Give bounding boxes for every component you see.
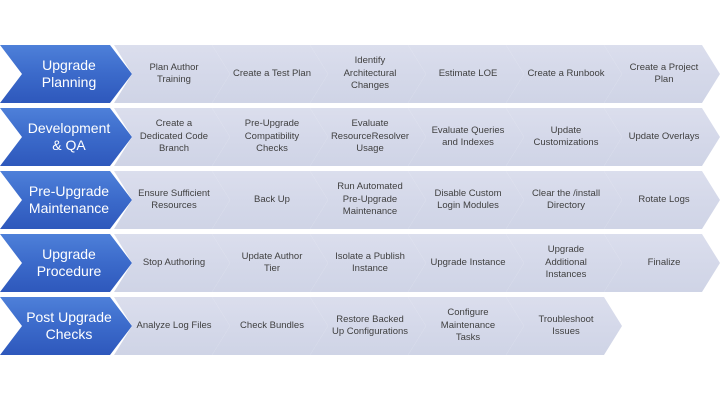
phase-header-chevron: Development & QA bbox=[0, 108, 132, 166]
phase-row-upgrade-procedure: Upgrade Procedure Stop Authoring Update … bbox=[0, 234, 720, 292]
phase-row-pre-upgrade-maintenance: Pre-Upgrade Maintenance Ensure Sufficien… bbox=[0, 171, 720, 229]
step-chevron: Rotate Logs bbox=[604, 171, 720, 229]
step-chevron: Update Customizations bbox=[506, 108, 622, 166]
step-chevron: Create a Runbook bbox=[506, 45, 622, 103]
step-chevron: Configure Maintenance Tasks bbox=[408, 297, 524, 355]
step-chevron: Create a Test Plan bbox=[212, 45, 328, 103]
step-chevron: Create a Dedicated Code Branch bbox=[114, 108, 230, 166]
phase-header-chevron: Upgrade Procedure bbox=[0, 234, 132, 292]
step-chevron: Pre-Upgrade Compatibility Checks bbox=[212, 108, 328, 166]
step-chevron: Upgrade Additional Instances bbox=[506, 234, 622, 292]
step-chevron: Run Automated Pre-Upgrade Maintenance bbox=[310, 171, 426, 229]
step-chevron: Estimate LOE bbox=[408, 45, 524, 103]
step-chevron: Restore Backed Up Configurations bbox=[310, 297, 426, 355]
step-chevron: Upgrade Instance bbox=[408, 234, 524, 292]
step-chevron: Troubleshoot Issues bbox=[506, 297, 622, 355]
step-chevron: Update Author Tier bbox=[212, 234, 328, 292]
phase-header-chevron: Upgrade Planning bbox=[0, 45, 132, 103]
step-chevron: Isolate a Publish Instance bbox=[310, 234, 426, 292]
step-chevron: Ensure Sufficient Resources bbox=[114, 171, 230, 229]
step-chevron: Back Up bbox=[212, 171, 328, 229]
step-chevron: Update Overlays bbox=[604, 108, 720, 166]
step-chevron: Disable Custom Login Modules bbox=[408, 171, 524, 229]
phase-row-upgrade-planning: Upgrade Planning Plan Author Training Cr… bbox=[0, 45, 720, 103]
phase-row-development-qa: Development & QA Create a Dedicated Code… bbox=[0, 108, 720, 166]
step-chevron: Finalize bbox=[604, 234, 720, 292]
step-chevron: Identify Architectural Changes bbox=[310, 45, 426, 103]
step-chevron: Evaluate Queries and Indexes bbox=[408, 108, 524, 166]
step-chevron: Stop Authoring bbox=[114, 234, 230, 292]
step-chevron: Evaluate ResourceResolver Usage bbox=[310, 108, 426, 166]
step-chevron: Plan Author Training bbox=[114, 45, 230, 103]
phase-row-post-upgrade-checks: Post Upgrade Checks Analyze Log Files Ch… bbox=[0, 297, 720, 355]
step-chevron: Analyze Log Files bbox=[114, 297, 230, 355]
step-chevron: Clear the /install Directory bbox=[506, 171, 622, 229]
phase-rows: Upgrade Planning Plan Author Training Cr… bbox=[0, 45, 720, 360]
phase-header-chevron: Pre-Upgrade Maintenance bbox=[0, 171, 132, 229]
step-chevron: Create a Project Plan bbox=[604, 45, 720, 103]
phase-header-chevron: Post Upgrade Checks bbox=[0, 297, 132, 355]
step-chevron: Check Bundles bbox=[212, 297, 328, 355]
